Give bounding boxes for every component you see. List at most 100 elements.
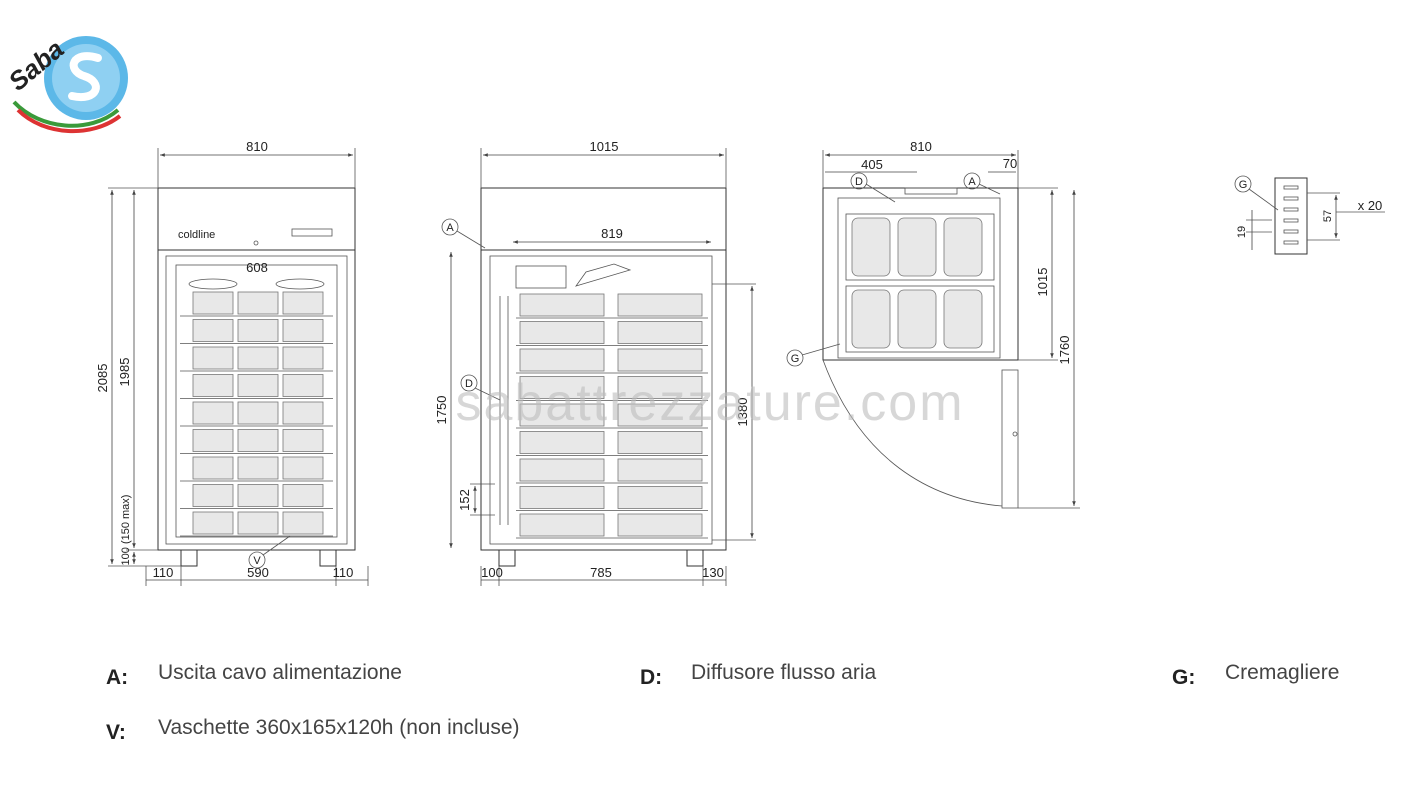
side-tray xyxy=(519,431,605,454)
side-tray xyxy=(519,293,605,317)
rack-pitch-label: 19 xyxy=(1236,226,1248,238)
front-height-total-label: 2085 xyxy=(95,364,110,393)
legend-key-v: V: xyxy=(106,721,126,744)
front-tray xyxy=(237,374,279,397)
front-tray xyxy=(192,374,234,397)
legend-label-d: Diffusore flusso aria xyxy=(691,661,877,684)
front-tray xyxy=(237,346,279,370)
front-tag-v: V xyxy=(253,555,261,567)
front-tray xyxy=(282,319,324,342)
rack-spacing-label: 57 xyxy=(1322,210,1334,222)
front-inner-width-label: 608 xyxy=(246,260,268,275)
side-center-label: 785 xyxy=(590,565,612,580)
front-tray xyxy=(282,511,324,535)
brand-label: coldline xyxy=(178,229,215,241)
top-pan xyxy=(851,217,891,277)
side-tray xyxy=(519,486,605,509)
side-tray xyxy=(617,293,703,317)
front-tray xyxy=(282,456,324,480)
top-pan xyxy=(897,217,937,277)
rack-slot xyxy=(1283,218,1299,223)
front-left-label: 110 xyxy=(153,565,174,580)
side-tag-d: D xyxy=(465,378,473,390)
front-tray xyxy=(237,401,279,425)
side-depth-label: 1015 xyxy=(590,139,619,154)
front-feet-label: 100 (150 max) xyxy=(120,495,132,566)
side-tray xyxy=(617,486,703,509)
front-tray xyxy=(192,291,234,315)
front-tray xyxy=(192,401,234,425)
top-tag-g: G xyxy=(791,353,800,365)
top-rack xyxy=(845,285,995,353)
side-tray xyxy=(519,321,605,344)
front-tray xyxy=(192,484,234,507)
front-view: coldline 810 608 2085 1985 100 (150 max)… xyxy=(95,139,369,586)
side-tray-height-label: 1380 xyxy=(735,398,750,427)
front-tray xyxy=(282,429,324,452)
legend-key-d: D: xyxy=(640,666,663,689)
front-tray xyxy=(282,291,324,315)
top-tag-a: A xyxy=(968,176,976,188)
side-tray xyxy=(617,513,703,537)
rack-count-label: x 20 xyxy=(1358,198,1383,213)
front-tray xyxy=(237,456,279,480)
legend-label-a: Uscita cavo alimentazione xyxy=(158,661,402,684)
side-height-label: 1750 xyxy=(434,396,449,425)
side-right-label: 130 xyxy=(702,565,724,580)
front-tray xyxy=(237,511,279,535)
side-tray xyxy=(617,376,703,399)
front-tray xyxy=(192,456,234,480)
front-tray xyxy=(282,401,324,425)
rack-slot xyxy=(1283,207,1299,212)
front-trays xyxy=(180,291,333,537)
rack-tag-g: G xyxy=(1239,179,1248,191)
side-tray xyxy=(617,348,703,372)
side-left-label: 100 xyxy=(481,565,503,580)
rack-slot xyxy=(1283,240,1299,245)
side-trays xyxy=(516,293,708,539)
side-tray xyxy=(519,403,605,427)
legend-label-v: Vaschette 360x165x120h (non incluse) xyxy=(158,716,520,739)
side-tray xyxy=(617,321,703,344)
side-tray xyxy=(617,403,703,427)
side-view: 1015 819 1750 1380 152 100 785 130 A D xyxy=(434,139,756,586)
top-offset-label: 70 xyxy=(1003,156,1017,171)
top-part-label: 405 xyxy=(861,157,883,172)
side-tray xyxy=(519,348,605,372)
side-tray xyxy=(519,376,605,399)
top-pan xyxy=(943,289,983,349)
top-trays xyxy=(845,213,995,353)
top-view: 810 405 70 1015 1760 D A G xyxy=(786,139,1080,509)
rack-slot xyxy=(1283,229,1299,234)
legend-label-g: Cremagliere xyxy=(1225,661,1340,684)
front-width-label: 810 xyxy=(246,139,268,154)
front-tray xyxy=(192,429,234,452)
legend-key-g: G: xyxy=(1172,666,1196,689)
front-tray xyxy=(192,319,234,342)
front-tray xyxy=(282,374,324,397)
rack-detail: G 19 57 x 20 xyxy=(1234,175,1385,255)
front-tray xyxy=(237,429,279,452)
side-spacing-label: 152 xyxy=(457,489,472,511)
top-rack xyxy=(845,213,995,281)
front-tray xyxy=(192,511,234,535)
top-pan xyxy=(943,217,983,277)
side-tray xyxy=(519,513,605,537)
front-tray xyxy=(192,346,234,370)
front-right-label: 110 xyxy=(333,565,354,580)
front-tray xyxy=(237,319,279,342)
front-height-inner-label: 1985 xyxy=(117,358,132,387)
rack-slots xyxy=(1283,185,1299,245)
rack-slot xyxy=(1283,196,1299,201)
saba-logo: Saba xyxy=(3,34,128,134)
side-tag-a: A xyxy=(446,222,454,234)
legend-key-a: A: xyxy=(106,666,129,689)
front-tray xyxy=(237,291,279,315)
side-tray xyxy=(617,431,703,454)
side-tray xyxy=(519,458,605,482)
top-pan xyxy=(851,289,891,349)
top-width-label: 810 xyxy=(910,139,932,154)
front-tray xyxy=(282,484,324,507)
top-pan xyxy=(897,289,937,349)
